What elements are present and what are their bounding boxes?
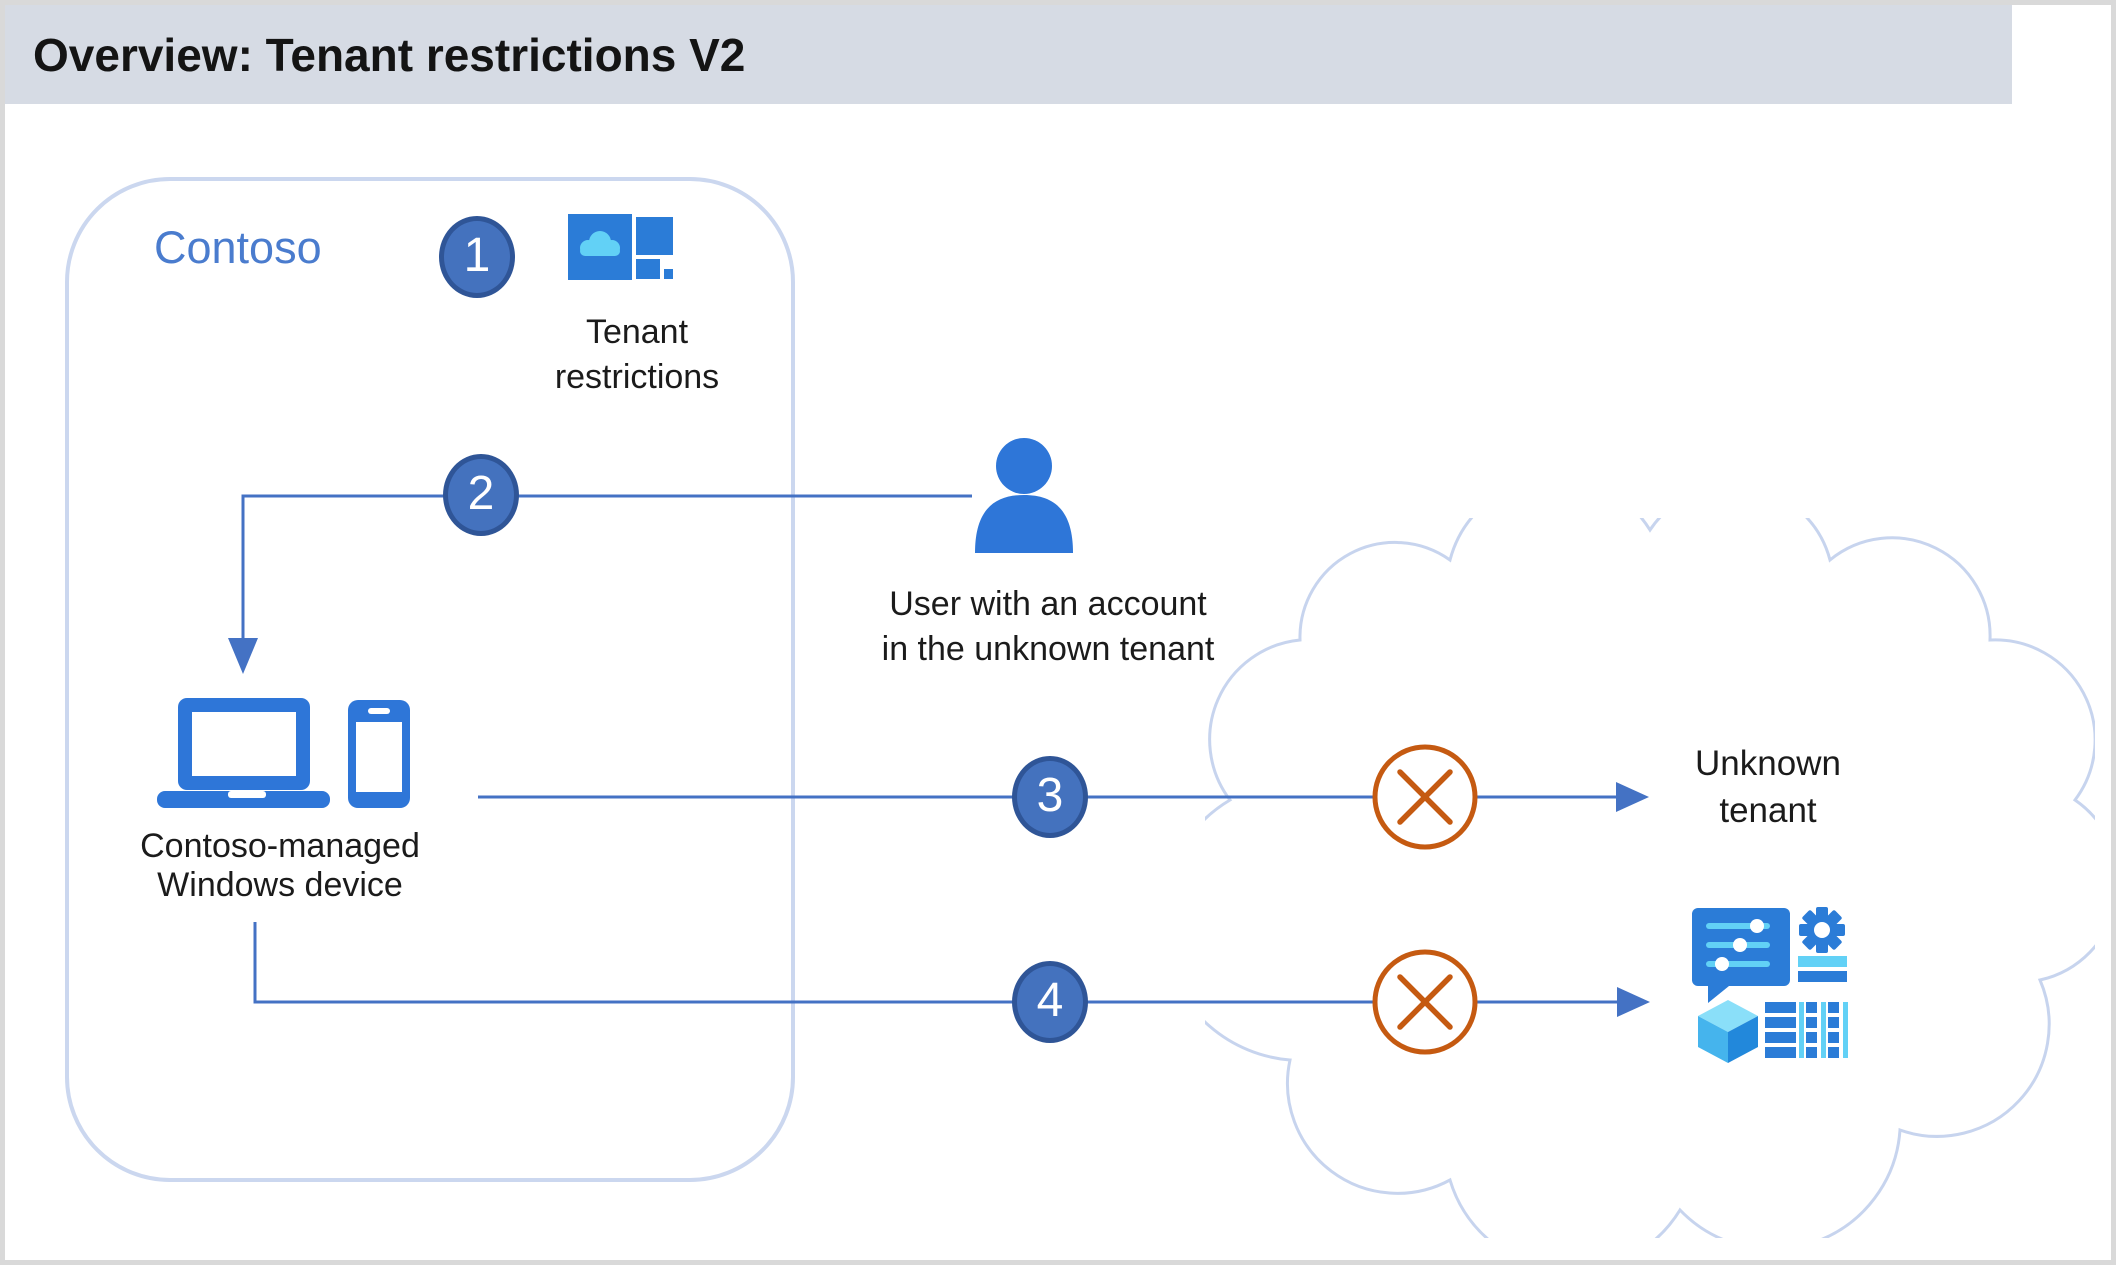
arrowhead-right [1617,987,1650,1017]
unknown-tenant-label: Unknown tenant [1653,740,1883,834]
cloud-glyph [580,231,620,256]
laptop-and-phone-icon [157,698,410,808]
label-line: Windows device [157,866,403,904]
tenant-restrictions-icon [568,214,673,280]
contoso-boundary [65,177,795,1182]
label-line: Contoso-managed [140,827,420,865]
page-title: Overview: Tenant restrictions V2 [33,28,746,81]
label-line: tenant [1719,791,1817,830]
step-1-badge: 1 [439,216,515,298]
gear-icon [1798,907,1847,982]
blocked-x-icon [1372,949,1478,1055]
person-icon [975,438,1073,553]
arrowhead-right [1616,782,1649,812]
tenant-restrictions-label: Tenant restrictions [512,310,762,400]
unknown-tenant-apps-icons [1692,907,1848,1063]
phone-icon [348,700,410,808]
label-line: restrictions [554,358,720,396]
managed-device-label: Contoso-managed Windows device [95,827,465,905]
title-bar: Overview: Tenant restrictions V2 [5,5,2012,104]
chat-sliders-icon [1692,908,1790,1003]
label-line: Tenant [585,313,689,351]
label-line: Unknown [1695,744,1841,783]
blocked-x-icon [1372,744,1478,850]
connector-step-2 [228,494,972,674]
cloud-outline [1205,518,2095,1238]
tiles-glyph [636,217,673,279]
step-4-badge: 4 [1012,961,1088,1043]
label-line: User with an account [889,585,1207,623]
cube-icon [1698,1000,1758,1063]
user-label: User with an account in the unknown tena… [858,582,1238,672]
contoso-label: Contoso [154,222,322,273]
step-2-badge: 2 [443,454,519,536]
label-line: in the unknown tenant [881,630,1215,668]
unknown-tenant-cloud [1205,518,2095,1238]
laptop-icon [157,698,330,808]
step-3-badge: 3 [1012,756,1088,838]
arrowhead-down [228,638,258,674]
table-icon [1765,1002,1848,1058]
connector-step-4 [253,922,1650,1017]
